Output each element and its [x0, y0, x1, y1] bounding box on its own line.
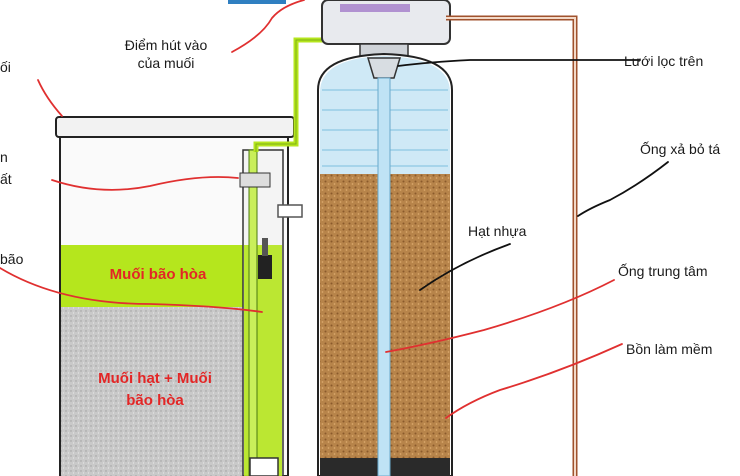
label-granular-salt: Muối hạt + Muối bão hòa: [98, 370, 212, 409]
safety-valve: [239, 172, 271, 188]
granular-salt-zone: [61, 307, 247, 476]
label-softener-tank: Bồn làm mềm: [626, 341, 713, 357]
control-display: [340, 4, 410, 12]
label-top-strainer: Lưới lọc trên: [624, 53, 704, 69]
label-salt-suction-point: Điểm hút vào của muối: [124, 37, 208, 71]
drain-pipe-line: [446, 15, 578, 476]
float-rod: [262, 238, 268, 256]
label-cut-mid2: ất: [0, 171, 12, 187]
top-strainer: [366, 57, 402, 79]
central-tube: [377, 77, 391, 476]
label-resin: Hạt nhựa: [468, 223, 527, 239]
brine-tank-lid: [55, 116, 295, 138]
brine-valve-base: [249, 457, 279, 476]
control-box-fragment: [228, 0, 286, 4]
pointer-lines: [0, 0, 669, 419]
overflow-fitting: [277, 204, 303, 218]
label-cut-mid1: n: [0, 149, 8, 165]
label-cut-bao: bão: [0, 251, 24, 267]
label-central-tube: Ống trung tâm: [618, 263, 708, 279]
label-saturated-salt: Muối bão hòa: [109, 266, 207, 283]
label-drain-pipe: Ống xả bỏ tá: [640, 141, 721, 157]
brine-pickup-tube: [248, 149, 258, 476]
label-cut-top: ối: [0, 59, 11, 75]
saturated-brine-zone: [61, 245, 247, 307]
float: [258, 255, 272, 279]
